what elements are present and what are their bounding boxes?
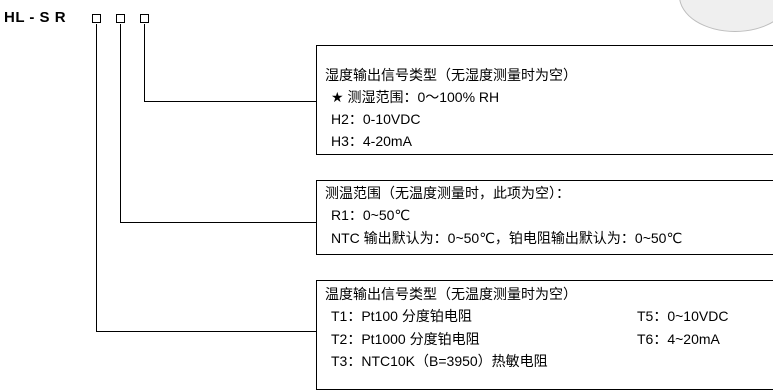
temperature-t3-line: T3：NTC10K（B=3950）热敏电阻 xyxy=(331,353,548,369)
model-code-label: HL - S R xyxy=(4,9,67,26)
humidity-output-box: 湿度输出信号类型（无湿度测量时为空） ★ 测湿范围：0～100% RH H2：0… xyxy=(316,45,773,155)
temperature-range-default-line: NTC 输出默认为：0~50℃，铂电阻输出默认为：0~50℃ xyxy=(331,230,683,246)
temperature-output-title: 温度输出信号类型（无温度测量时为空） xyxy=(325,286,577,302)
temperature-output-box: 温度输出信号类型（无温度测量时为空） T1：Pt100 分度铂电阻 T2：Pt1… xyxy=(316,280,773,390)
connector-humidity-output-horizontal xyxy=(144,101,316,102)
temperature-t1-line: T1：Pt100 分度铂电阻 xyxy=(331,308,472,324)
connector-humidity-output-vertical xyxy=(144,24,145,102)
product-image-fragment xyxy=(679,0,773,32)
connector-temperature-output-horizontal xyxy=(96,331,316,332)
humidity-h2-line: H2：0-10VDC xyxy=(331,111,421,127)
temperature-t2-line: T2：Pt1000 分度铂电阻 xyxy=(331,331,480,347)
code-slot-temperature-range xyxy=(116,14,125,23)
code-slot-humidity-output xyxy=(140,14,149,23)
temperature-range-title: 测温范围（无温度测量时，此项为空）： xyxy=(325,185,570,201)
humidity-range-line: ★ 测湿范围：0～100% RH xyxy=(331,89,500,105)
code-slot-temperature-output xyxy=(92,14,101,23)
temperature-t5-line: T5：0~10VDC xyxy=(637,308,729,324)
connector-temperature-range-vertical xyxy=(120,24,121,223)
connector-temperature-range-horizontal xyxy=(120,222,316,223)
temperature-range-r1-line: R1：0~50℃ xyxy=(331,207,411,223)
humidity-output-title: 湿度输出信号类型（无湿度测量时为空） xyxy=(325,67,577,83)
connector-temperature-output-vertical xyxy=(96,24,97,332)
temperature-t6-line: T6：4~20mA xyxy=(637,331,720,347)
temperature-range-box: 测温范围（无温度测量时，此项为空）： R1：0~50℃ NTC 输出默认为：0~… xyxy=(316,180,773,255)
humidity-h3-line: H3：4-20mA xyxy=(331,133,412,149)
